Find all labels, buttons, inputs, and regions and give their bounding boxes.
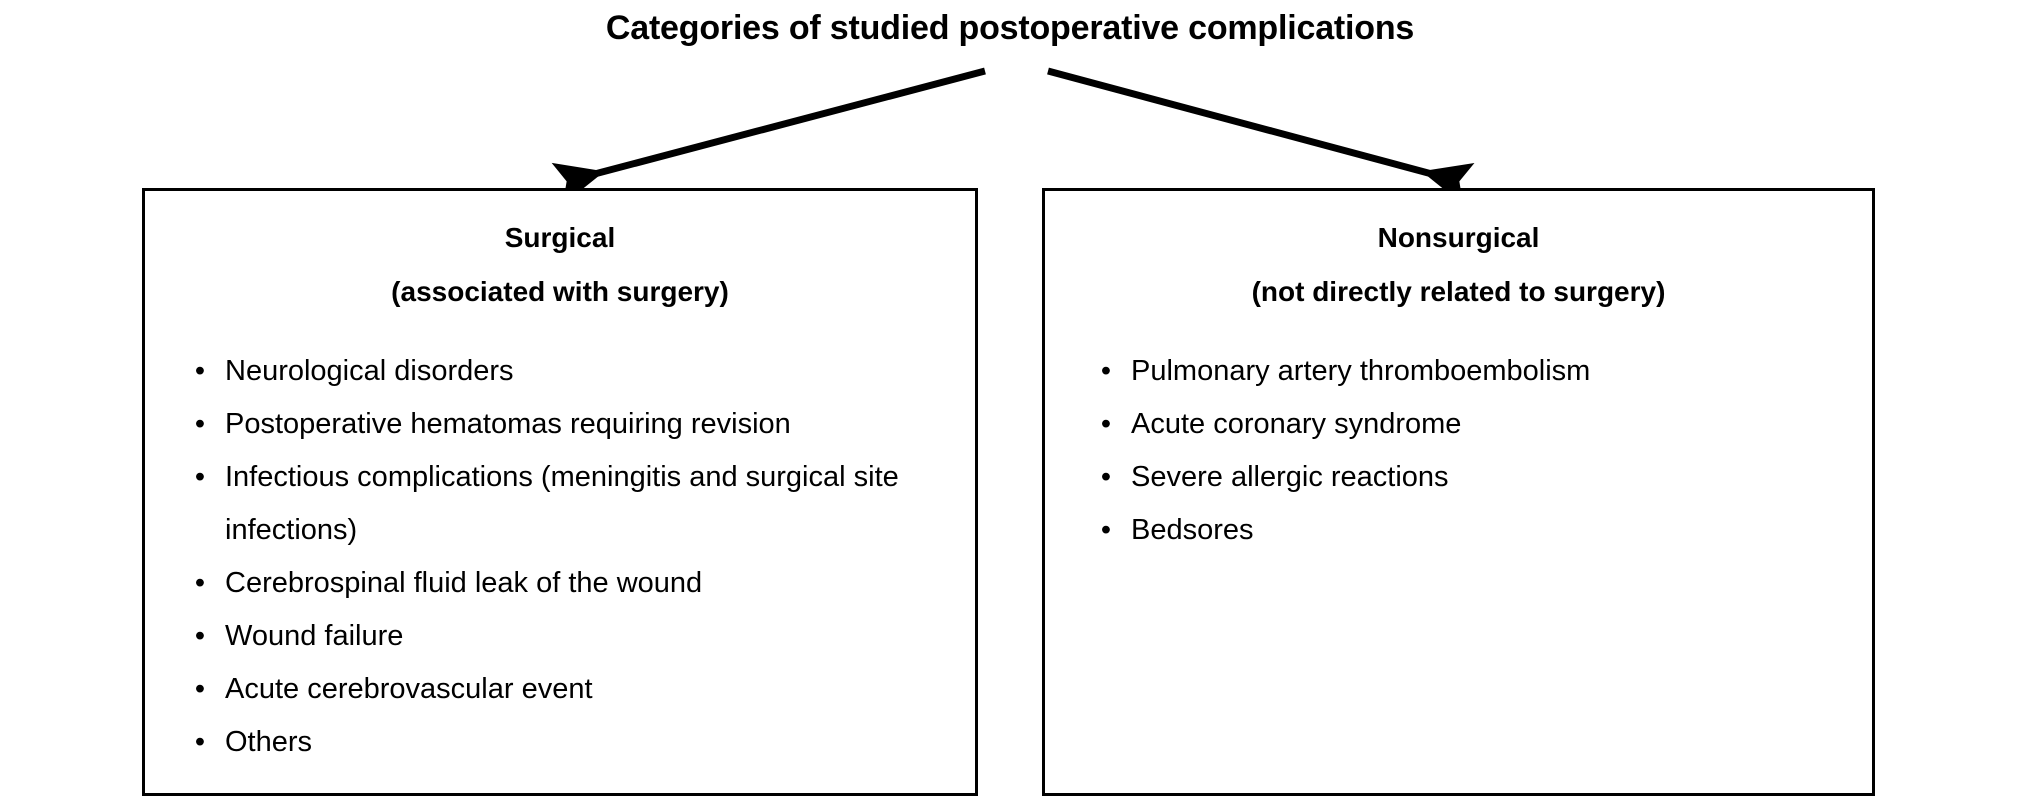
- list-item-label: Others: [225, 726, 313, 758]
- list-item-label: Infectious complications (meningitis and…: [225, 461, 899, 546]
- list-item: • Postoperative hematomas requiring revi…: [145, 398, 975, 451]
- arrow-to-nonsurgical-icon: [1047, 67, 1475, 205]
- nonsurgical-complication-list: • Pulmonary artery thromboembolism • Acu…: [1045, 319, 1872, 557]
- bullet-icon: •: [1100, 461, 1112, 493]
- bullet-icon: •: [194, 461, 206, 493]
- surgical-subheading: (associated with surgery): [391, 276, 729, 307]
- list-item: • Severe allergic reactions: [1045, 451, 1872, 504]
- list-item: • Bedsores: [1045, 504, 1872, 557]
- list-item-label: Bedsores: [1131, 514, 1254, 546]
- surgical-box-header: Surgical (associated with surgery): [145, 191, 975, 319]
- category-box-nonsurgical: Nonsurgical (not directly related to sur…: [1042, 188, 1875, 796]
- list-item-label: Severe allergic reactions: [1131, 461, 1449, 493]
- category-box-surgical: Surgical (associated with surgery) • Neu…: [142, 188, 978, 796]
- list-item: • Wound failure: [145, 610, 975, 663]
- bullet-icon: •: [1100, 408, 1112, 440]
- list-item-label: Pulmonary artery thromboembolism: [1131, 355, 1591, 387]
- list-item: • Pulmonary artery thromboembolism: [1045, 345, 1872, 398]
- bullet-icon: •: [194, 355, 206, 387]
- list-item-label: Neurological disorders: [225, 355, 514, 387]
- bullet-icon: •: [194, 567, 206, 599]
- list-item: • Cerebrospinal fluid leak of the wound: [145, 557, 975, 610]
- surgical-heading: Surgical: [504, 222, 616, 253]
- bullet-icon: •: [194, 726, 206, 758]
- bullet-icon: •: [194, 620, 206, 652]
- list-item-label: Acute coronary syndrome: [1131, 408, 1462, 440]
- bullet-icon: •: [1100, 514, 1112, 546]
- list-item-label: Postoperative hematomas requiring revisi…: [225, 408, 791, 440]
- surgical-complication-list: • Neurological disorders • Postoperative…: [145, 319, 975, 769]
- list-item-label: Acute cerebrovascular event: [225, 673, 593, 705]
- nonsurgical-box-header: Nonsurgical (not directly related to sur…: [1045, 191, 1872, 319]
- arrow-to-surgical-icon: [551, 67, 986, 205]
- diagram-title: Categories of studied postoperative comp…: [605, 9, 1415, 47]
- list-item-label: Wound failure: [225, 620, 404, 652]
- bullet-icon: •: [194, 408, 206, 440]
- nonsurgical-heading: Nonsurgical: [1377, 222, 1540, 253]
- list-item-label: Cerebrospinal fluid leak of the wound: [225, 567, 703, 599]
- bullet-icon: •: [1100, 355, 1112, 387]
- list-item: • Others: [145, 716, 975, 769]
- list-item: • Acute cerebrovascular event: [145, 663, 975, 716]
- list-item: • Acute coronary syndrome: [1045, 398, 1872, 451]
- list-item: • Infectious complications (meningitis a…: [145, 451, 975, 557]
- bullet-icon: •: [194, 673, 206, 705]
- list-item: • Neurological disorders: [145, 345, 975, 398]
- nonsurgical-subheading: (not directly related to surgery): [1251, 276, 1666, 307]
